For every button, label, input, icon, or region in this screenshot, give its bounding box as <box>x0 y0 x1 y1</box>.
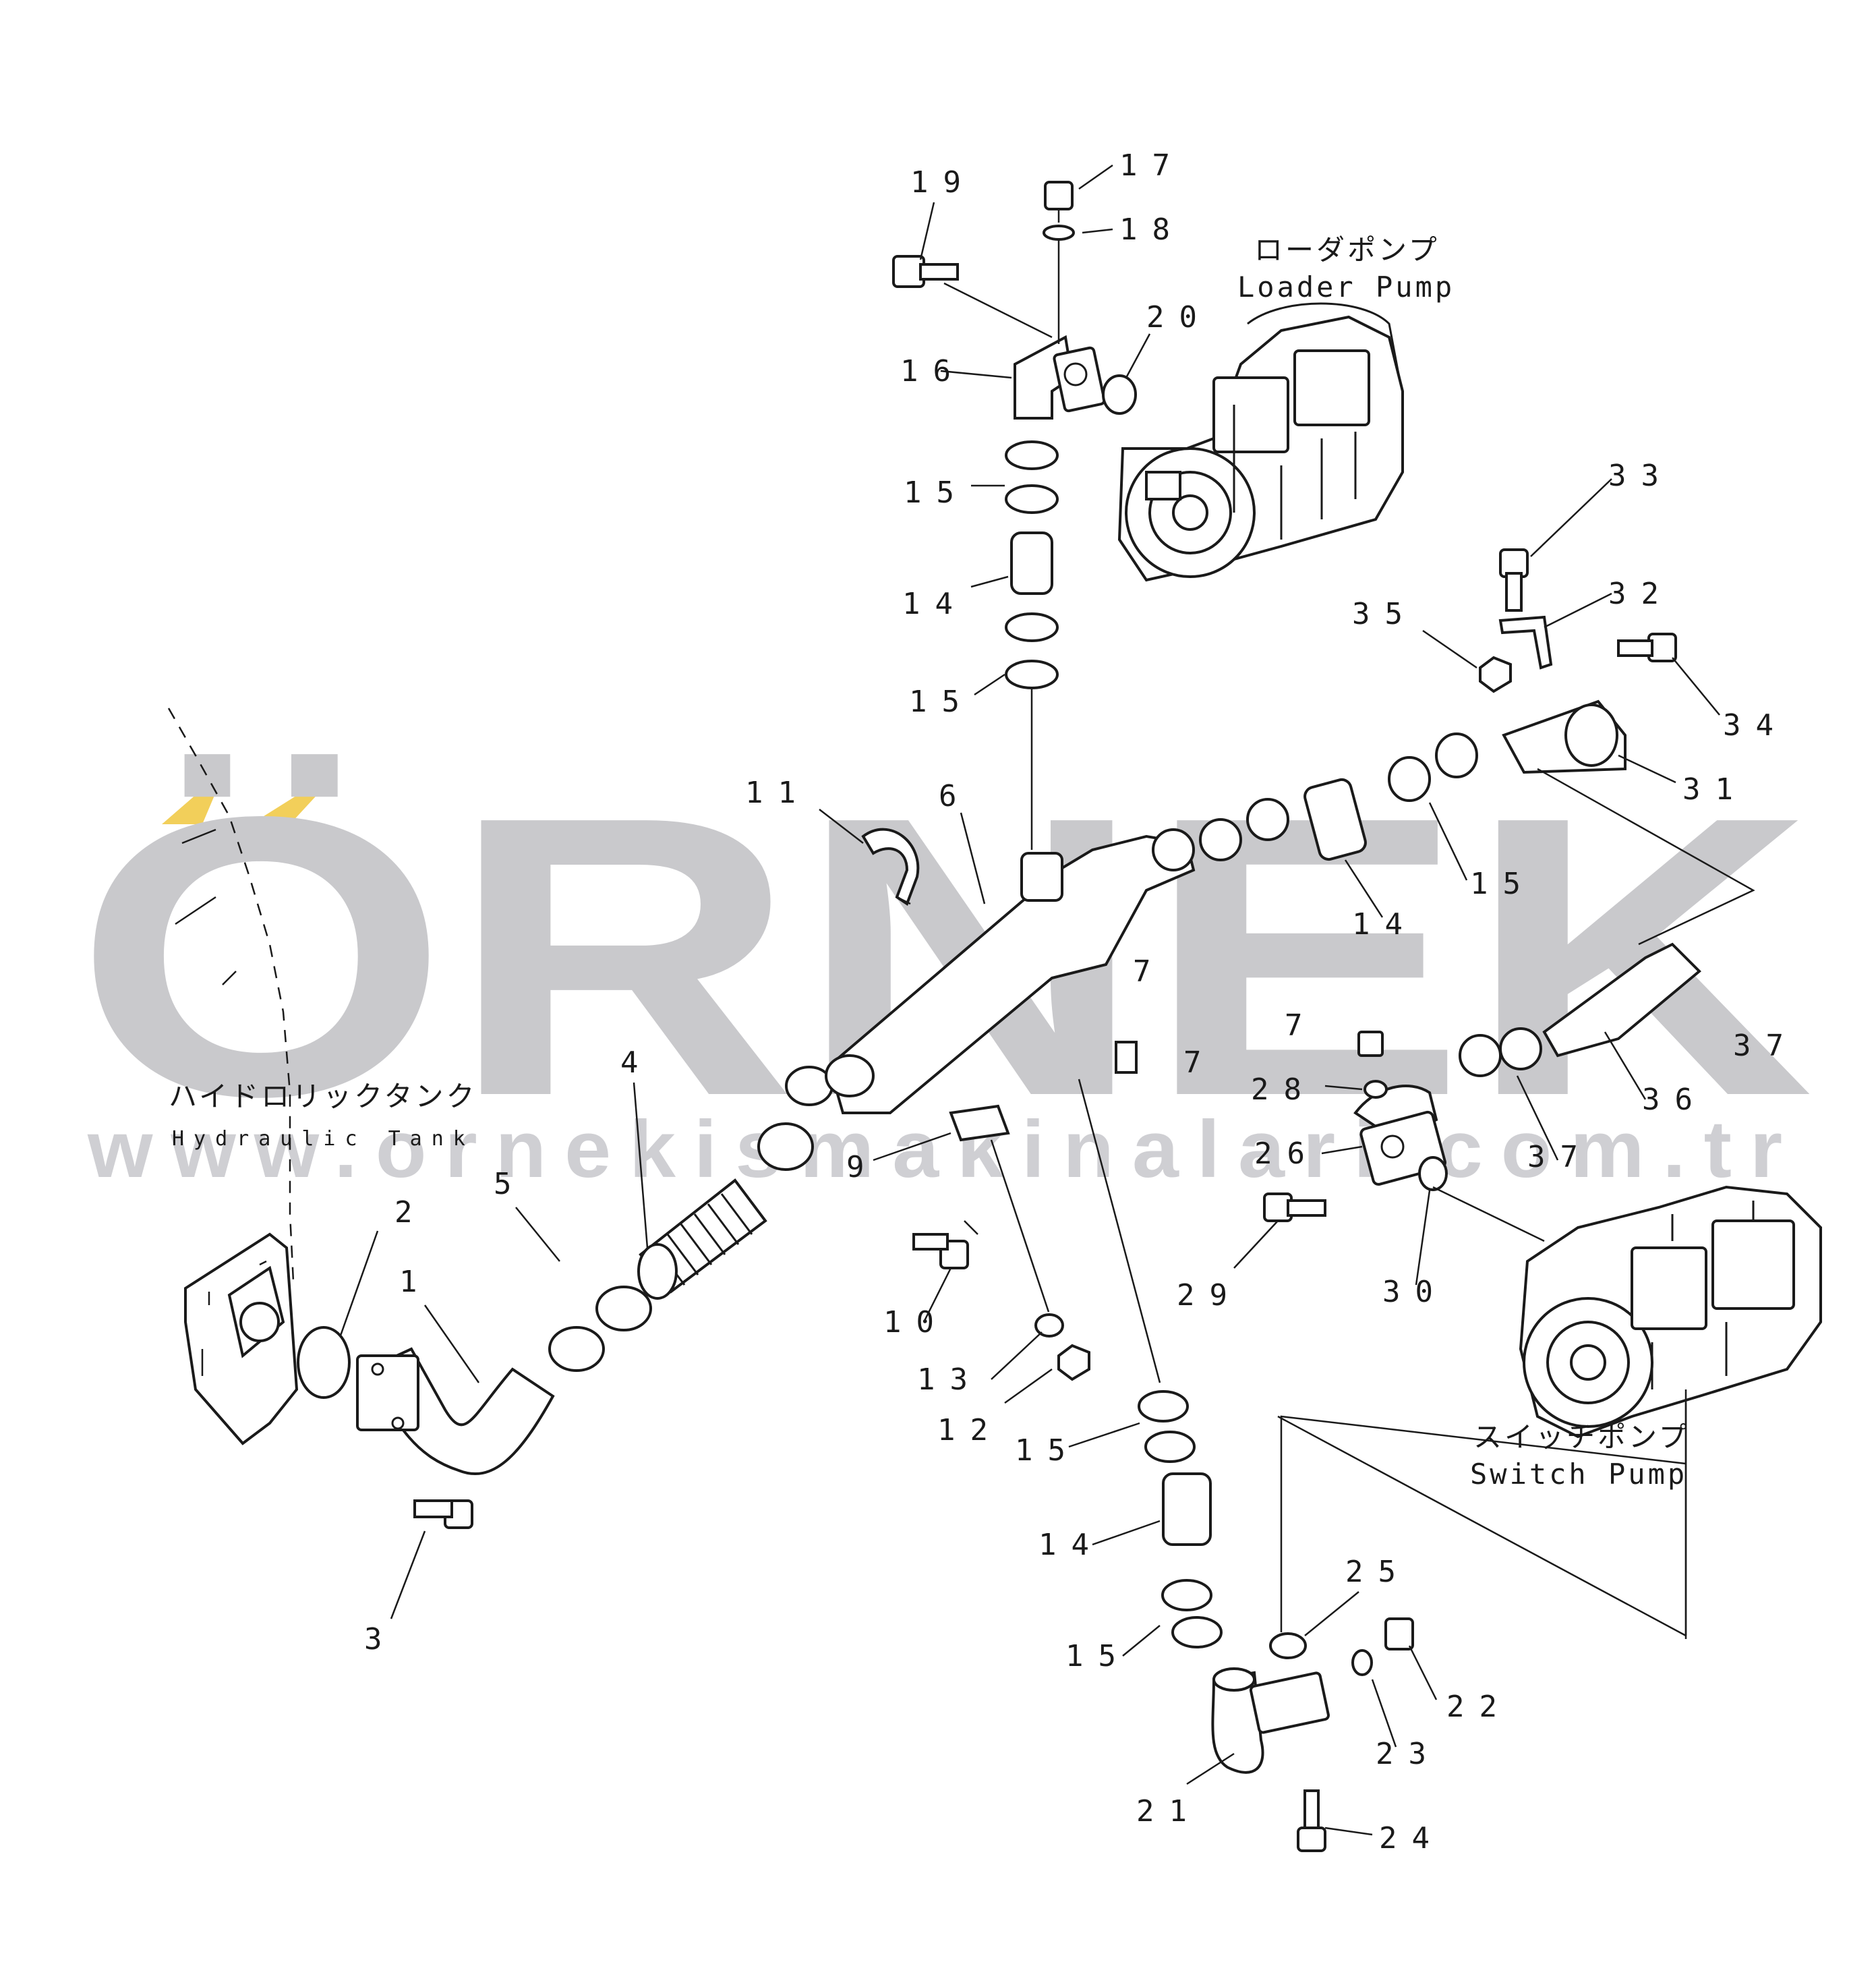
callout-16: 16 <box>900 354 966 389</box>
hydraulic-tank-label-jp: ハイドロリックタンク <box>169 1080 477 1113</box>
hydraulic-tank-label-en: Hydraulic Tank <box>172 1127 475 1151</box>
callout-35: 35 <box>1352 597 1417 631</box>
watermark-brand: ÖRNEK <box>74 735 1814 1179</box>
part-26-elbow <box>1353 1085 1446 1186</box>
callout-17: 17 <box>1119 148 1185 183</box>
part-21-elbow <box>1211 1667 1330 1774</box>
callout-34: 34 <box>1723 708 1788 743</box>
callout-5: 5 <box>494 1167 527 1201</box>
part-33-bolt <box>1499 548 1529 612</box>
callout-3: 3 <box>364 1622 397 1657</box>
part-29-bolt <box>1263 1192 1326 1222</box>
callout-4: 4 <box>620 1045 653 1080</box>
watermark: ÖRNEK www.ornekismakinalari.com.tr <box>74 735 1814 1195</box>
callout-14c: 14 <box>1038 1528 1104 1562</box>
leader-lines <box>896 209 1755 1639</box>
callout-19: 19 <box>910 165 976 200</box>
callout-28: 28 <box>1251 1072 1316 1107</box>
switch-pump <box>1519 1185 1822 1439</box>
part-17-plug <box>1044 181 1074 210</box>
callout-15b: 15 <box>909 685 974 719</box>
loader-pump <box>1117 302 1404 582</box>
switch-pump-label-jp: スイッチポンプ <box>1473 1420 1690 1454</box>
callout-37b: 37 <box>1527 1140 1593 1174</box>
callout-33: 33 <box>1608 459 1674 493</box>
part-31-elbow <box>1502 699 1626 774</box>
hydraulic-tank <box>167 708 299 1445</box>
part-32-bracket <box>1498 615 1553 670</box>
part-13-washer <box>1034 1313 1064 1338</box>
callout-1: 1 <box>399 1265 432 1299</box>
part-7-bolts <box>1115 1031 1384 1074</box>
callout-9: 9 <box>846 1150 879 1184</box>
watermark-accent-right <box>251 789 322 824</box>
callout-7c: 7 <box>1133 954 1166 989</box>
callout-10: 10 <box>883 1305 949 1340</box>
callout-37a: 37 <box>1733 1029 1798 1063</box>
callout-2: 2 <box>394 1195 428 1230</box>
callout-13: 13 <box>917 1362 983 1397</box>
part-23-o-ring <box>1351 1649 1373 1676</box>
switch-pump-label-en: Switch Pump <box>1470 1458 1687 1491</box>
part-4-bellows-hose <box>637 1178 767 1300</box>
callout-29: 29 <box>1177 1278 1242 1313</box>
part-25-o-ring <box>1269 1632 1307 1659</box>
part-35-nut <box>1479 656 1512 693</box>
callout-23: 23 <box>1376 1737 1441 1771</box>
callout-24: 24 <box>1379 1821 1444 1856</box>
callout-20: 20 <box>1146 300 1212 335</box>
part-22-plug <box>1384 1617 1414 1650</box>
part-36-pipe <box>1542 942 1701 1058</box>
callout-30: 30 <box>1382 1275 1448 1309</box>
part-1-elbow-pipe <box>356 1347 555 1475</box>
part-20-o-ring <box>1102 374 1137 415</box>
callout-25: 25 <box>1345 1555 1411 1589</box>
part-19-bolt <box>892 255 959 288</box>
callout-26: 26 <box>1254 1137 1320 1171</box>
callout-6: 6 <box>939 779 972 813</box>
callout-15a: 15 <box>904 476 969 510</box>
part-9-bracket <box>949 1104 1010 1142</box>
callout-32: 32 <box>1608 577 1674 611</box>
callout-7a: 7 <box>1183 1045 1217 1080</box>
part-5-clamps <box>548 1066 833 1372</box>
part-18-o-ring <box>1043 225 1075 241</box>
watermark-url: www.ornekismakinalari.com.tr <box>87 1104 1800 1195</box>
part-3-bolt <box>413 1499 473 1529</box>
callout-11: 11 <box>745 776 811 810</box>
callout-31: 31 <box>1682 772 1748 807</box>
callout-22: 22 <box>1446 1690 1512 1724</box>
part-16-elbow <box>1014 335 1106 420</box>
callout-15e: 15 <box>1065 1639 1131 1673</box>
part-6-tee-pipe <box>825 828 1196 1114</box>
watermark-accent-left <box>162 789 217 824</box>
part-12-nut <box>1057 1344 1090 1381</box>
callout-12: 12 <box>937 1413 1003 1447</box>
loader-pump-label-en: Loader Pump <box>1237 270 1455 304</box>
callout-18: 18 <box>1119 212 1185 247</box>
part-15-clamps <box>1005 440 1542 1648</box>
part-28-o-ring <box>1364 1080 1388 1099</box>
part-24-bolt <box>1297 1789 1326 1852</box>
part-14-hoses <box>1010 531 1367 1546</box>
callout-leaders <box>339 164 1720 1836</box>
callout-15c: 15 <box>1470 867 1535 901</box>
callout-labels: 1 2 3 4 5 6 7 7 7 9 10 11 12 13 14 14 14… <box>364 148 1798 1856</box>
callout-21: 21 <box>1136 1794 1202 1829</box>
callout-15d: 15 <box>1015 1433 1080 1468</box>
callout-7b: 7 <box>1285 1008 1318 1043</box>
part-34-bolt <box>1617 633 1677 662</box>
part-10-bolt <box>912 1233 969 1269</box>
part-30-o-ring <box>1418 1156 1448 1191</box>
part-2-o-ring <box>297 1326 351 1399</box>
callout-14a: 14 <box>902 587 968 621</box>
part-11-hose <box>861 828 920 907</box>
loader-pump-label-jp: ローダポンプ <box>1254 233 1440 266</box>
callout-14b: 14 <box>1352 907 1417 942</box>
callout-36: 36 <box>1642 1083 1707 1117</box>
